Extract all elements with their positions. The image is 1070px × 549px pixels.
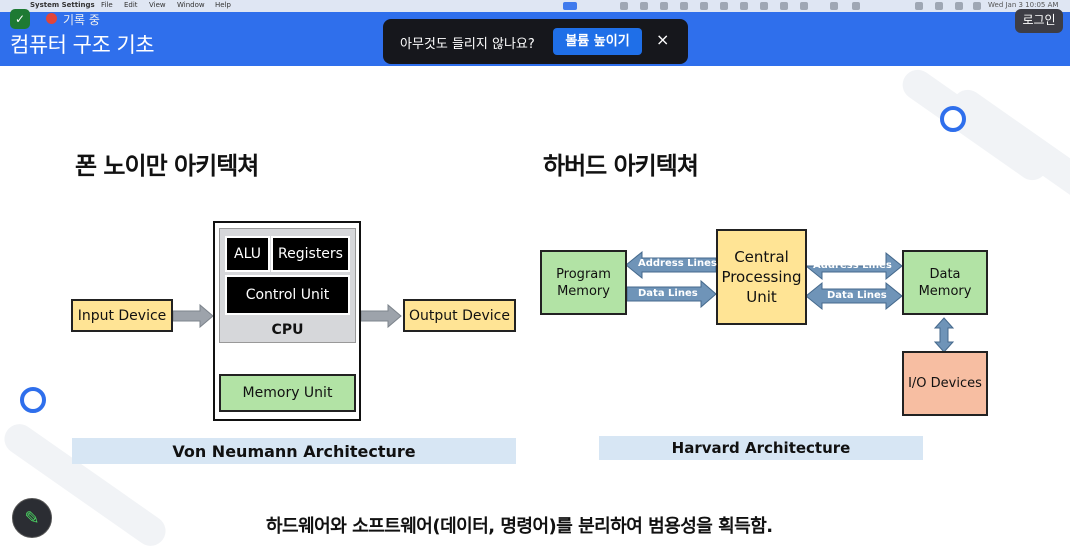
arrow-input-cpu: [172, 303, 214, 329]
decor-ring: [20, 387, 46, 413]
data-lines-label-left: Data Lines: [638, 288, 698, 299]
input-device-box: Input Device: [71, 299, 173, 332]
io-devices-box: I/O Devices: [902, 351, 988, 416]
menubar-app-name[interactable]: System Settings: [30, 1, 95, 9]
toast-message: 아무것도 들리지 않나요?: [400, 37, 535, 52]
status-icon[interactable]: [660, 2, 668, 10]
alu-box: ALU: [225, 236, 270, 272]
central-processing-unit-box: Central Processing Unit: [716, 229, 807, 325]
status-icon[interactable]: [620, 2, 628, 10]
registers-box: Registers: [271, 236, 350, 272]
menubar-help[interactable]: Help: [215, 1, 231, 9]
harvard-caption: Harvard Architecture: [599, 436, 923, 460]
von-neumann-title: 폰 노이만 아키텍쳐: [75, 152, 259, 180]
data-memory-box: Data Memory: [902, 250, 988, 315]
control-unit-box: Control Unit: [225, 275, 350, 315]
status-icon[interactable]: [780, 2, 788, 10]
control-center-icon[interactable]: [955, 2, 963, 10]
menubar-file[interactable]: File: [101, 1, 113, 9]
data-lines-label-right: Data Lines: [827, 290, 887, 301]
status-icon[interactable]: [760, 2, 768, 10]
slide-title: 컴퓨터 구조 기초: [10, 33, 155, 57]
cpu-label: CPU: [271, 322, 304, 338]
address-lines-label-right: Address Lines: [813, 260, 892, 271]
input-source-icon[interactable]: [852, 2, 860, 10]
arrow-data-left: [626, 279, 717, 309]
address-lines-label-left: Address Lines: [638, 258, 717, 269]
recording-icon: [46, 13, 57, 24]
arrow-memory-io: [933, 317, 955, 353]
status-icon[interactable]: [720, 2, 728, 10]
arrow-address-right: [804, 251, 903, 281]
memory-unit-box: Memory Unit: [219, 374, 356, 412]
close-icon[interactable]: ×: [656, 30, 670, 49]
volume-up-button[interactable]: 볼륨 높이기: [553, 28, 642, 55]
search-icon[interactable]: [935, 2, 943, 10]
menubar-view[interactable]: View: [149, 1, 166, 9]
menubar-window[interactable]: Window: [177, 1, 205, 9]
harvard-title: 하버드 아키텍쳐: [543, 152, 699, 180]
recording-label: 기록 중: [63, 13, 100, 27]
screen-share-icon[interactable]: [563, 2, 577, 10]
audio-toast: 아무것도 들리지 않나요? 볼륨 높이기 ×: [383, 19, 688, 64]
decor-ring: [940, 106, 966, 132]
arrow-cpu-output: [360, 303, 402, 329]
program-memory-box: Program Memory: [540, 250, 627, 315]
status-icon[interactable]: [680, 2, 688, 10]
summary-text: 하드웨어와 소프트웨어(데이터, 명령어)를 분리하여 범용성을 획득함.: [266, 516, 773, 537]
pencil-icon[interactable]: ✎: [12, 498, 52, 538]
security-shield-icon[interactable]: ✓: [10, 9, 30, 29]
menubar-clock[interactable]: Wed Jan 3 10:05 AM: [988, 1, 1059, 9]
status-icon[interactable]: [800, 2, 808, 10]
output-device-box: Output Device: [403, 299, 516, 332]
moon-icon[interactable]: [830, 2, 838, 10]
status-icon[interactable]: [740, 2, 748, 10]
menubar-edit[interactable]: Edit: [124, 1, 138, 9]
status-icon[interactable]: [700, 2, 708, 10]
von-neumann-caption: Von Neumann Architecture: [72, 438, 516, 464]
system-menubar: System Settings File Edit View Window He…: [0, 0, 1070, 12]
siri-icon[interactable]: [973, 2, 981, 10]
status-icon[interactable]: [640, 2, 648, 10]
login-button[interactable]: 로그인: [1015, 9, 1063, 33]
wifi-icon[interactable]: [915, 2, 923, 10]
